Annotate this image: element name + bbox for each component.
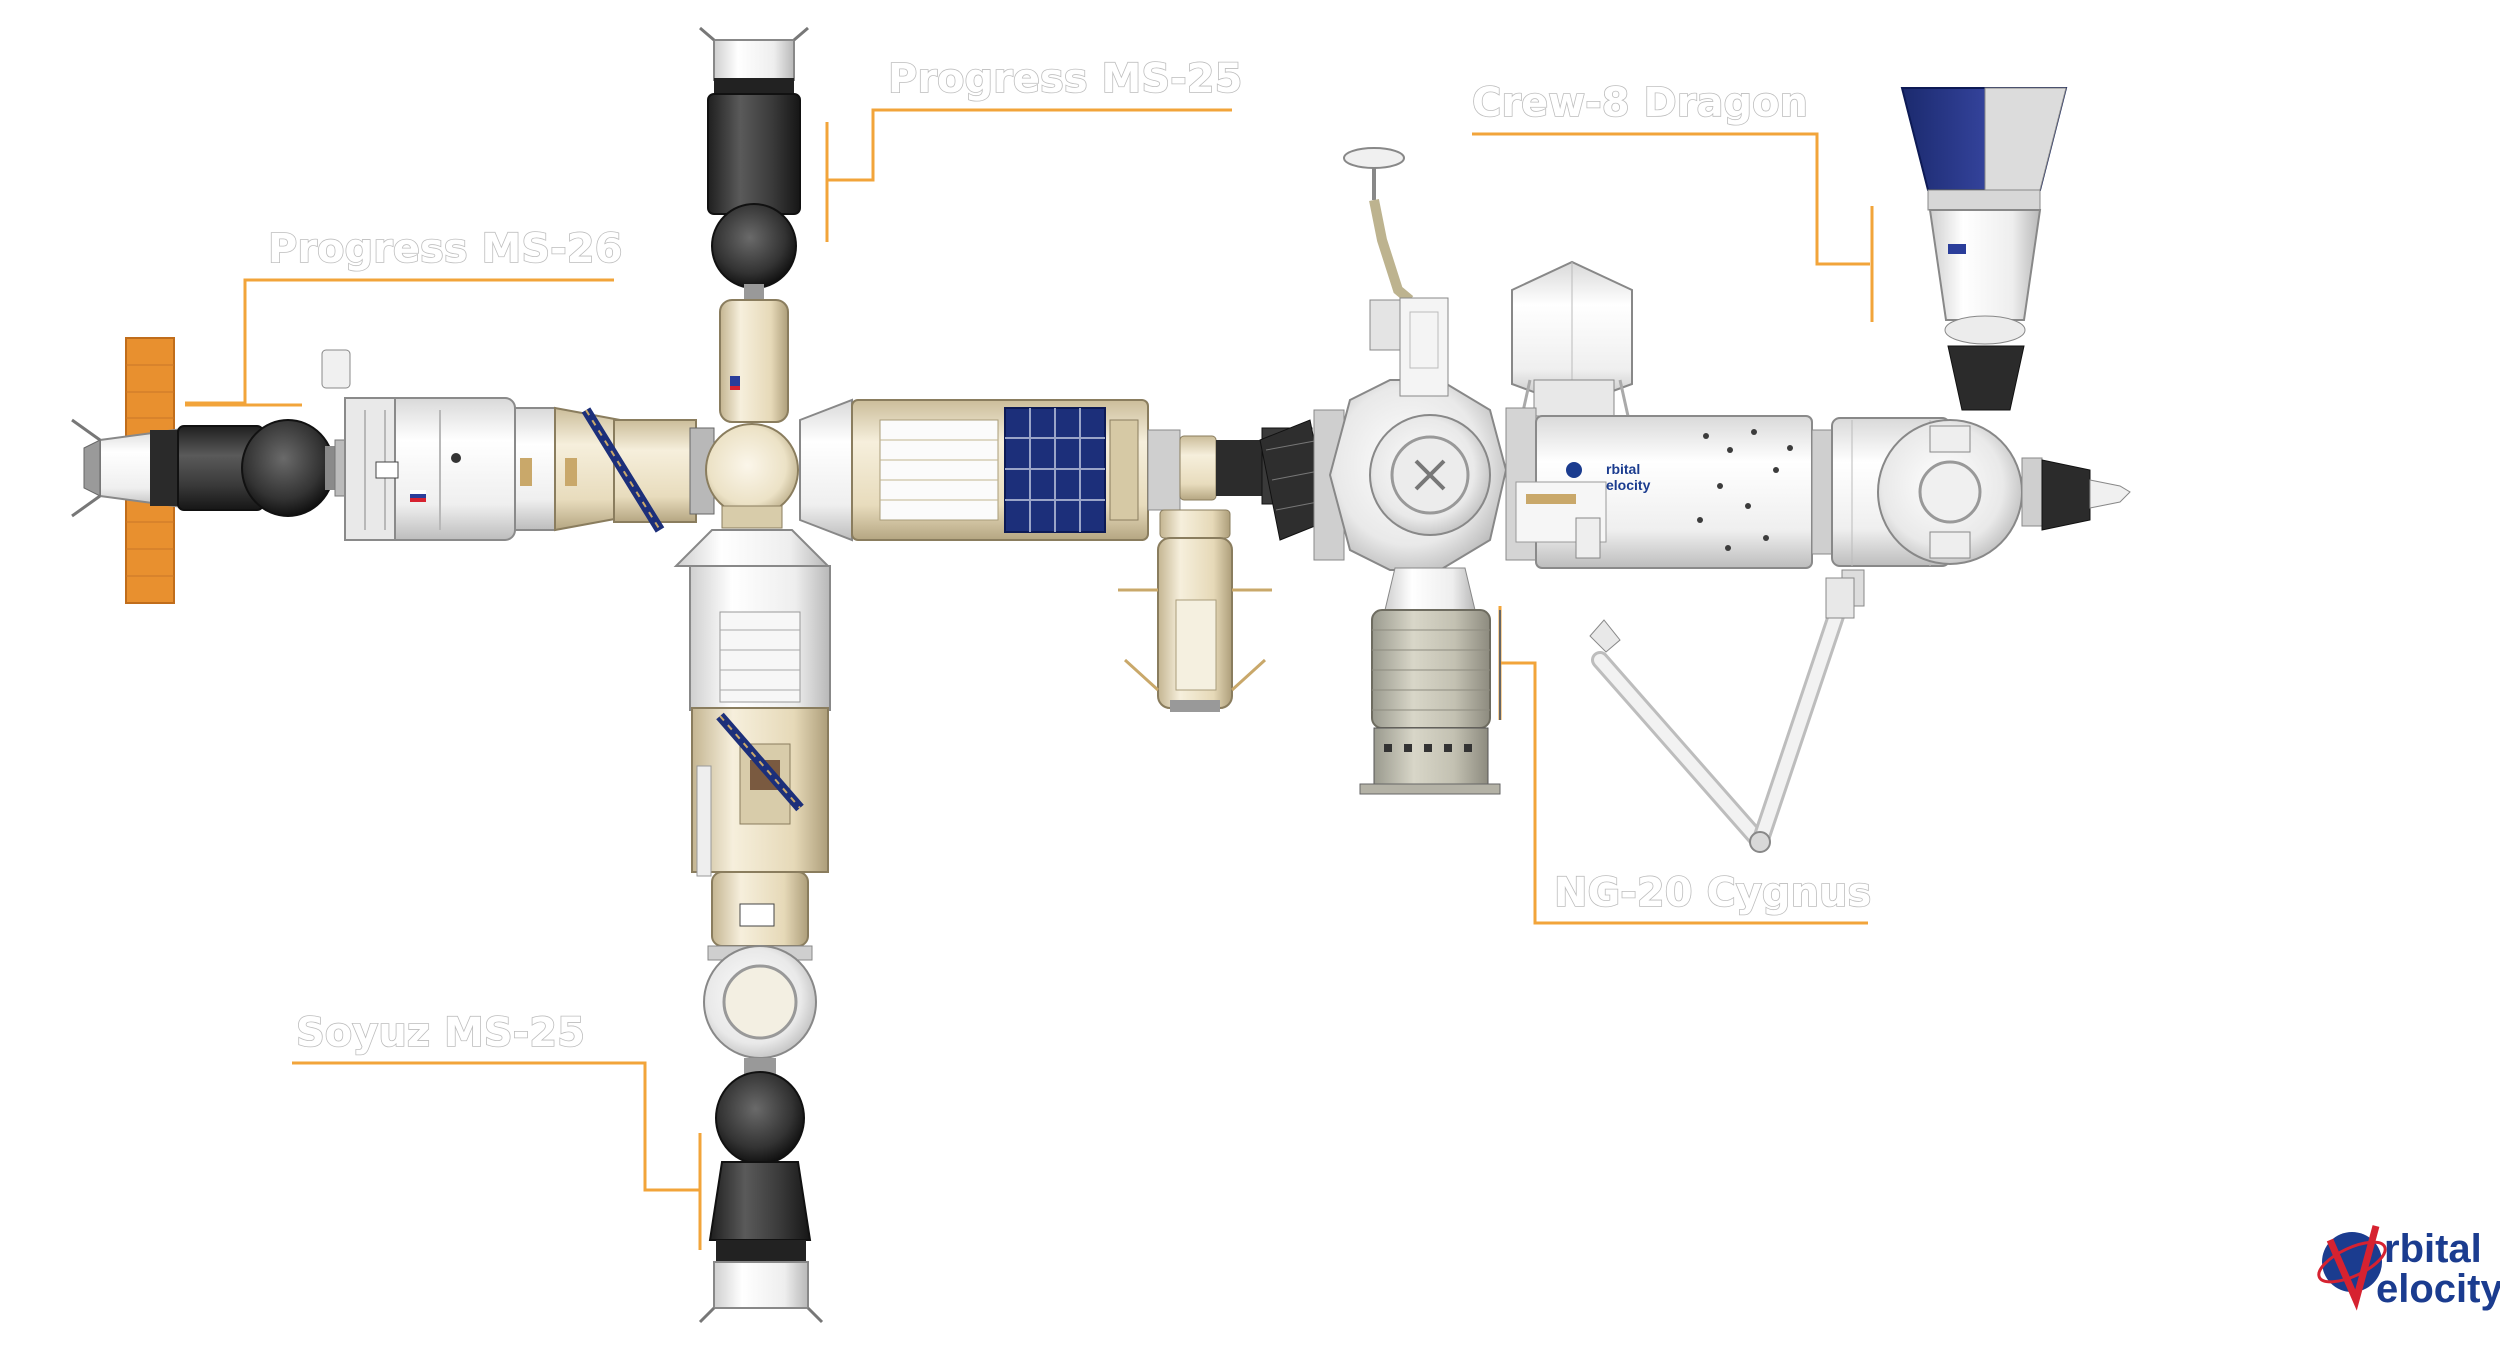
progress-ms26-vehicle: [71, 337, 345, 604]
central-node: [705, 423, 799, 529]
science-module: [799, 398, 1181, 542]
poisk-module: [719, 299, 789, 423]
canadarm2: [1589, 577, 1855, 853]
destiny-lab: rbital elocity: [1505, 407, 1813, 569]
label-progress-ms25: Progress MS-25: [888, 56, 1242, 102]
ng20-cygnus-vehicle: [1359, 609, 1501, 795]
nauka-module: [673, 529, 831, 947]
prichal-node: [703, 945, 817, 1059]
leader-progress-ms25: [828, 108, 1232, 182]
label-progress-ms26: Progress MS-26: [268, 226, 622, 272]
soyuz-ms25-vehicle: [698, 1058, 824, 1324]
svg-text:rbital: rbital: [1606, 461, 1640, 477]
leader-soyuz: [292, 1061, 700, 1192]
label-ng20-cygnus: NG-20 Cygnus: [1554, 870, 1871, 916]
unity-node: [1313, 379, 1508, 611]
orbital-velocity-logo: rbital elocity: [2317, 1225, 2500, 1311]
leader-progress-ms26: [185, 278, 614, 405]
zvezda-module: [321, 349, 621, 541]
label-soyuz-ms25: Soyuz MS-25: [296, 1010, 585, 1056]
harmony-node: [1811, 417, 2131, 607]
airlock-module: [1511, 260, 1633, 417]
leader-cygnus: [1500, 661, 1868, 925]
leader-lines: [185, 108, 1874, 1250]
canadarm-dish-mast: [1343, 147, 1449, 397]
crew8-dragon-vehicle: [1900, 87, 2068, 411]
rassvet-module: [1118, 509, 1272, 712]
logo-text-line2: elocity: [2376, 1267, 2500, 1311]
label-crew8-dragon: Crew-8 Dragon: [1472, 80, 1808, 126]
zarya-module: [581, 407, 715, 533]
logo-text-line1: rbital: [2384, 1227, 2482, 1271]
svg-text:elocity: elocity: [1606, 477, 1651, 493]
progress-ms25-vehicle: [699, 26, 809, 300]
leader-crew8: [1472, 132, 1870, 266]
